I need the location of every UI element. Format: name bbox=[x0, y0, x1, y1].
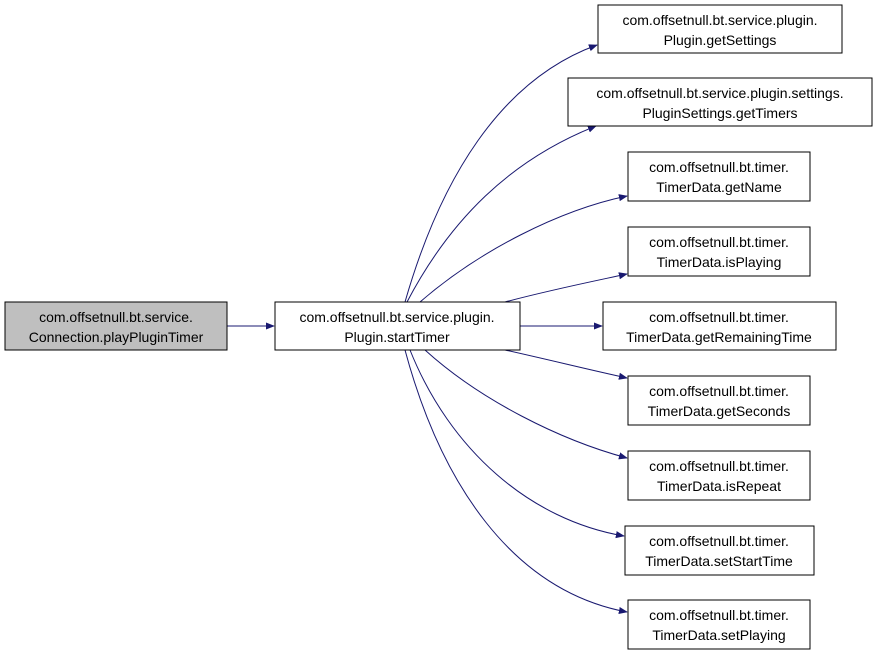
node-is-repeat[interactable]: com.offsetnull.bt.timer. TimerData.isRep… bbox=[627, 450, 811, 501]
node-label: com.offsetnull.bt.timer. bbox=[649, 383, 789, 399]
node-start-timer[interactable]: com.offsetnull.bt.service.plugin. Plugin… bbox=[274, 301, 521, 351]
node-label: Plugin.getSettings bbox=[664, 32, 777, 48]
node-label: com.offsetnull.bt.timer. bbox=[649, 458, 789, 474]
node-label: com.offsetnull.bt.timer. bbox=[649, 159, 789, 175]
edge-to-is-repeat bbox=[424, 349, 628, 460]
node-label: Plugin.startTimer bbox=[344, 329, 450, 345]
node-label: TimerData.getRemainingTime bbox=[626, 329, 812, 345]
edge-to-get-settings bbox=[404, 44, 598, 303]
node-label: TimerData.getSeconds bbox=[648, 403, 791, 419]
node-is-playing[interactable]: com.offsetnull.bt.timer. TimerData.isPla… bbox=[627, 226, 811, 277]
node-label: TimerData.isPlaying bbox=[657, 254, 782, 270]
edges bbox=[227, 44, 628, 615]
node-label: com.offsetnull.bt.service.plugin.setting… bbox=[596, 85, 843, 101]
edge-to-set-playing bbox=[404, 349, 628, 615]
node-label: TimerData.isRepeat bbox=[657, 478, 781, 494]
node-label: TimerData.setStartTime bbox=[645, 553, 793, 569]
node-label: PluginSettings.getTimers bbox=[642, 105, 797, 121]
node-label: com.offsetnull.bt.timer. bbox=[649, 309, 789, 325]
node-get-seconds[interactable]: com.offsetnull.bt.timer. TimerData.getSe… bbox=[627, 375, 811, 426]
node-label: com.offsetnull.bt.service.plugin. bbox=[622, 12, 817, 28]
node-root[interactable]: com.offsetnull.bt.service. Connection.pl… bbox=[4, 301, 228, 351]
edge-to-get-name bbox=[419, 194, 628, 303]
node-label: com.offsetnull.bt.timer. bbox=[649, 607, 789, 623]
node-get-name[interactable]: com.offsetnull.bt.timer. TimerData.getNa… bbox=[627, 151, 811, 202]
edge-to-set-start-time bbox=[409, 349, 625, 539]
node-label: com.offsetnull.bt.timer. bbox=[649, 234, 789, 250]
node-label: com.offsetnull.bt.service. bbox=[39, 309, 193, 325]
node-set-playing[interactable]: com.offsetnull.bt.timer. TimerData.setPl… bbox=[627, 599, 811, 650]
node-get-settings[interactable]: com.offsetnull.bt.service.plugin. Plugin… bbox=[597, 4, 843, 54]
node-label: TimerData.setPlaying bbox=[652, 627, 785, 643]
node-label: TimerData.getName bbox=[656, 179, 782, 195]
node-set-start-time[interactable]: com.offsetnull.bt.timer. TimerData.setSt… bbox=[624, 525, 815, 576]
edge-to-get-seconds bbox=[504, 349, 628, 380]
edge-to-is-playing bbox=[504, 272, 628, 303]
node-get-remaining-time[interactable]: com.offsetnull.bt.timer. TimerData.getRe… bbox=[602, 301, 837, 351]
node-label: Connection.playPluginTimer bbox=[29, 329, 204, 345]
node-label: com.offsetnull.bt.service.plugin. bbox=[299, 309, 494, 325]
node-label: com.offsetnull.bt.timer. bbox=[649, 533, 789, 549]
edge-to-get-timers bbox=[406, 125, 597, 303]
node-get-timers[interactable]: com.offsetnull.bt.service.plugin.setting… bbox=[567, 77, 873, 127]
